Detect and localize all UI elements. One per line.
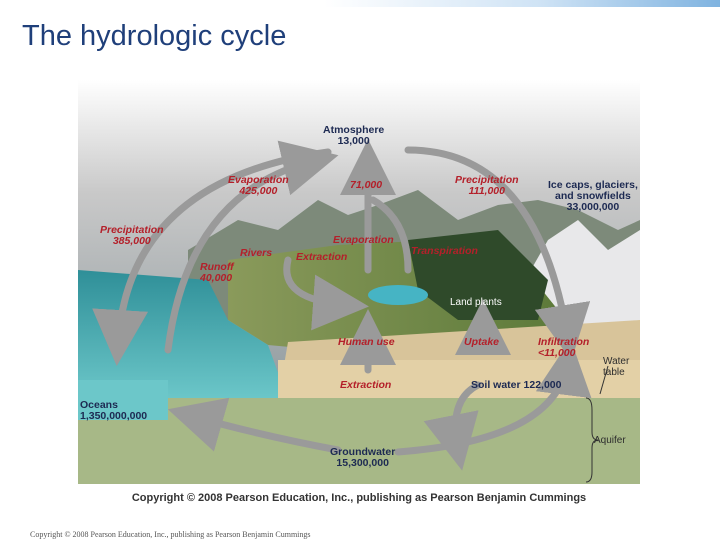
figure-copyright: Copyright © 2008 Pearson Education, Inc.… (131, 492, 587, 504)
label-precip-ocean: Precipitation 385,000 (100, 225, 164, 247)
water-table-line2: table (603, 367, 625, 378)
groundwater-label: Groundwater (330, 446, 396, 458)
water-table-line (599, 365, 609, 395)
label-infiltration: Infiltration <11,000 (538, 337, 589, 359)
arrow-transpiration (369, 196, 412, 274)
ice-caps-value: 33,000,000 (566, 201, 620, 213)
label-71000: 71,000 (350, 179, 383, 191)
label-uptake: Uptake (464, 336, 500, 348)
runoff-value: 40,000 (200, 272, 233, 284)
precip-ocean-value: 385,000 (112, 235, 151, 247)
atmosphere-label: Atmosphere (323, 124, 385, 136)
top-accent-bar (0, 0, 720, 7)
infiltration-value: <11,000 (538, 347, 576, 359)
arrow-precip-land (404, 146, 591, 361)
precip-ocean-label: Precipitation (100, 224, 164, 236)
label-rivers: Rivers (240, 247, 273, 259)
arrow-groundwater-right (394, 339, 592, 456)
footer-copyright: Copyright © 2008 Pearson Education, Inc.… (30, 530, 311, 539)
label-evaporation-land: Evaporation (333, 234, 394, 246)
label-ice-caps: Ice caps, glaciers, and snowfields 33,00… (548, 180, 638, 213)
evaporation-ocean-value: 425,000 (239, 185, 278, 197)
precip-land-label: Precipitation (455, 174, 519, 186)
label-land-plants: Land plants (450, 297, 502, 308)
label-transpiration: Transpiration (411, 245, 478, 257)
hydrologic-cycle-figure: Atmosphere 13,000 Evaporation 425,000 71… (78, 80, 640, 512)
label-runoff: Runoff 40,000 (200, 262, 234, 284)
infiltration-label: Infiltration (538, 336, 590, 348)
arrow-evaporation-ocean (164, 140, 339, 354)
runoff-label: Runoff (200, 261, 234, 273)
forest (408, 230, 548, 320)
label-extraction-top: Extraction (296, 251, 348, 263)
lake (368, 285, 428, 305)
label-human-use: Human use (338, 336, 395, 348)
soil-cross-section (278, 360, 640, 400)
label-groundwater: Groundwater 15,300,000 (330, 447, 395, 469)
label-oceans: Oceans 1,350,000,000 (80, 400, 147, 422)
slide-title: The hydrologic cycle (22, 20, 287, 52)
precip-land-value: 111,000 (468, 185, 505, 197)
ocean-front (78, 380, 168, 420)
ocean-surface (78, 270, 288, 400)
oceans-value: 1,350,000,000 (80, 410, 148, 422)
label-water-table: Water table (603, 356, 629, 378)
aquifer-bracket (585, 397, 599, 483)
ice-caps-line1: Ice caps, glaciers, (548, 179, 638, 191)
label-evaporation-ocean: Evaporation 425,000 (228, 175, 289, 197)
cycle-illustration (78, 80, 640, 484)
atmosphere-value: 13,000 (337, 135, 370, 147)
evaporation-ocean-label: Evaporation (228, 174, 289, 186)
ice-caps-line2: and snowfields (555, 190, 631, 202)
water-table-line1: Water (603, 356, 630, 367)
label-precip-land: Precipitation 111,000 (455, 175, 519, 197)
arrow-precip-ocean (92, 148, 332, 366)
label-atmosphere: Atmosphere 13,000 (323, 125, 384, 147)
arrow-groundwater-ocean (167, 397, 342, 454)
groundwater-value: 15,300,000 (336, 457, 389, 469)
arrow-runoff (283, 256, 369, 331)
label-extraction-bottom: Extraction (340, 379, 392, 391)
label-aquifer: Aquifer (594, 435, 626, 446)
oceans-label: Oceans (80, 399, 118, 411)
label-soil-water: Soil water 122,000 (471, 379, 562, 391)
